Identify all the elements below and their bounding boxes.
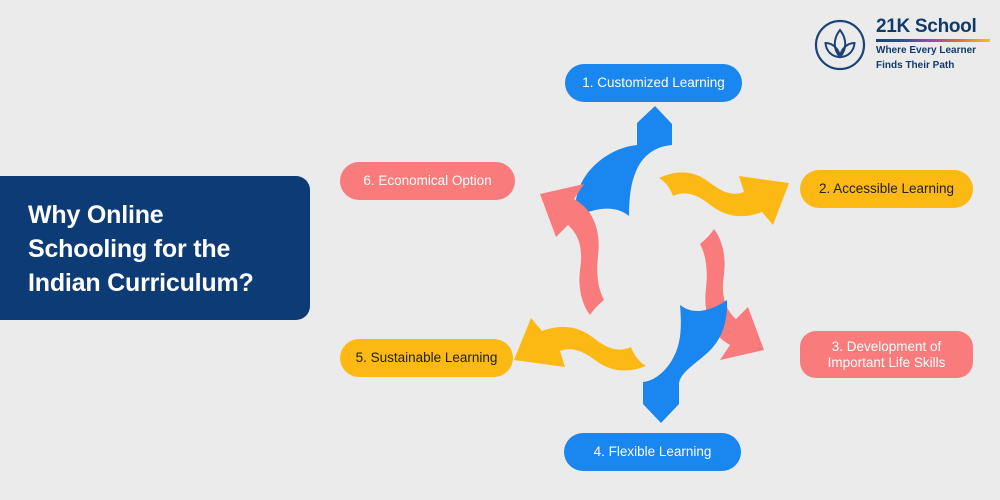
curved-arrow-left-icon (514, 318, 646, 371)
cycle-item-4-label: 4. Flexible Learning (593, 444, 712, 459)
brand-tagline-line-1: Where Every Learner (876, 44, 977, 56)
page-title-line-1: Why Online (28, 201, 164, 229)
brand-name: 21K School (876, 16, 977, 37)
cycle-item-3-label-line-2: Important Life Skills (827, 354, 946, 370)
curved-arrow-right-icon (659, 172, 789, 225)
page-title-line-2: Schooling for the (28, 235, 231, 263)
cycle-item-4[interactable]: 4. Flexible Learning (564, 433, 741, 471)
page-title: Why Online Schooling for the Indian Curr… (0, 176, 310, 320)
curved-arrow-down-icon (643, 300, 728, 423)
cycle-item-6-label: 6. Economical Option (363, 173, 492, 188)
cycle-item-2-label: 2. Accessible Learning (818, 181, 955, 196)
brand-wordmark: 21K School Where Every Learner Finds The… (876, 16, 994, 72)
cycle-item-1-label: 1. Customized Learning (582, 75, 725, 90)
cycle-item-6[interactable]: 6. Economical Option (340, 162, 515, 200)
page-title-line-3: Indian Curriculum? (28, 269, 254, 297)
cycle-item-2[interactable]: 2. Accessible Learning (800, 170, 973, 208)
curved-arrow-up-icon (574, 106, 672, 217)
curved-arrow-up-left-icon (540, 184, 604, 315)
cycle-item-3-label: 3. Development of Important Life Skills (828, 339, 946, 371)
cycle-item-3[interactable]: 3. Development of Important Life Skills (800, 331, 973, 378)
cycle-item-5-label: 5. Sustainable Learning (355, 350, 498, 365)
lotus-circle-icon (814, 19, 866, 71)
cycle-item-5[interactable]: 5. Sustainable Learning (340, 339, 513, 377)
brand-gradient-rule (876, 39, 990, 42)
brand-tagline-line-2: Finds Their Path (876, 59, 955, 71)
brand-logo: 21K School Where Every Learner Finds The… (814, 16, 990, 74)
cycle-item-1[interactable]: 1. Customized Learning (565, 64, 742, 102)
cycle-item-3-label-line-1: 3. Development of (831, 338, 942, 354)
